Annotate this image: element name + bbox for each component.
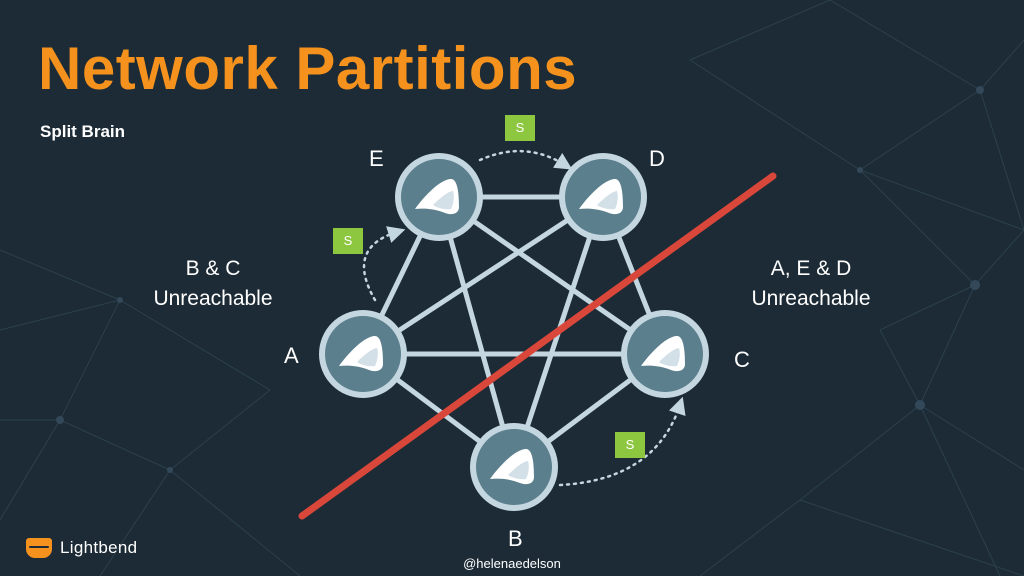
- node-c: [621, 310, 709, 398]
- lightbend-node-icon: [339, 336, 383, 372]
- suspect-badge-bottom: S: [615, 432, 645, 458]
- suspect-badge-top: S: [505, 115, 535, 141]
- node-d: [559, 153, 647, 241]
- gossip-arrow-b-to-c: [558, 396, 686, 487]
- right-status-label: A, E & D Unreachable: [701, 254, 921, 314]
- partition-line: [298, 172, 777, 520]
- node-a: [319, 310, 407, 398]
- gossip-arrow-a-to-e: [362, 226, 406, 302]
- node-label-c: C: [734, 347, 750, 372]
- left-status-line-2: Unreachable: [153, 287, 273, 310]
- lightbend-node-icon: [490, 449, 534, 485]
- node-e: [395, 153, 483, 241]
- author-handle: @helenaedelson: [463, 556, 561, 571]
- lightbend-logo-text: Lightbend: [60, 538, 138, 557]
- node-label-e: E: [369, 146, 384, 171]
- node-b: [470, 423, 558, 511]
- left-status-line-1: B & C: [185, 257, 241, 280]
- slide-title: Network Partitions: [38, 35, 578, 102]
- link-e-c: [437, 194, 667, 357]
- gossip-arrow-e-to-d: [478, 149, 573, 170]
- right-status-line-2: Unreachable: [751, 287, 871, 310]
- node-label-d: D: [649, 146, 665, 171]
- link-d-a: [361, 194, 605, 357]
- lightbend-node-icon: [641, 336, 685, 372]
- cluster-nodes: [319, 153, 709, 511]
- left-status-label: B & C Unreachable: [103, 254, 323, 314]
- node-label-a: A: [284, 343, 299, 368]
- slide-subtitle: Split Brain: [40, 122, 126, 141]
- right-status-line-1: A, E & D: [770, 257, 852, 280]
- node-label-b: B: [508, 526, 523, 551]
- lightbend-node-icon: [415, 179, 459, 215]
- lightbend-logo-icon: [26, 538, 52, 558]
- lightbend-logo: Lightbend: [26, 538, 137, 558]
- suspect-badge-left: S: [333, 228, 363, 254]
- gossip-arrows: [362, 149, 686, 487]
- link-e-b: [436, 196, 517, 468]
- lightbend-node-icon: [579, 179, 623, 215]
